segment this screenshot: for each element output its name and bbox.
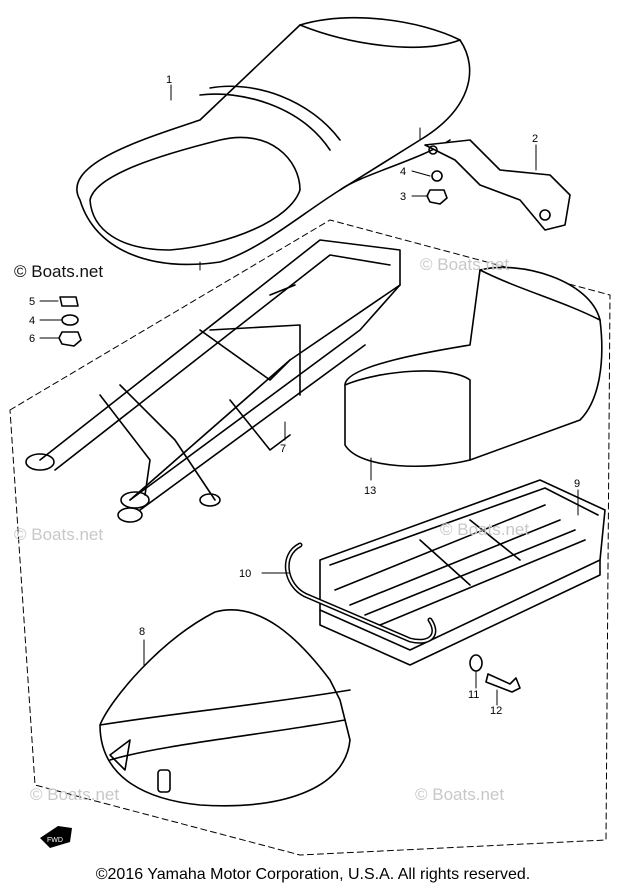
washer-4-upper [431, 170, 443, 182]
watermark: © Boats.net [415, 785, 504, 804]
seat-frame [25, 239, 401, 523]
callout-4-upper: 4 [400, 166, 406, 178]
callout-8: 8 [139, 626, 145, 638]
watermark: © Boats.net [420, 255, 509, 274]
collar-5 [59, 296, 79, 307]
watermark: © Boats.net [30, 785, 119, 804]
watermark: © Boats.net [14, 525, 103, 544]
seat-pad [344, 266, 603, 468]
watermark: © Boats.net [14, 262, 103, 281]
callout-12: 12 [490, 705, 502, 717]
washer-4-lower [61, 314, 79, 326]
fwd-arrow-icon: FWD [40, 826, 72, 848]
callout-3: 3 [400, 191, 406, 203]
seat-dual [76, 17, 471, 266]
rear-carrier [319, 479, 606, 666]
callout-2: 2 [532, 133, 538, 145]
bracket [424, 139, 571, 231]
callout-4-lower: 4 [29, 315, 35, 327]
copyright-notice: ©2016 Yamaha Motor Corporation, U.S.A. A… [95, 866, 531, 883]
nut-6 [58, 331, 82, 347]
watermark: © Boats.net [440, 520, 529, 539]
callout-7: 7 [280, 443, 286, 455]
callout-1: 1 [166, 74, 172, 86]
bolt-12 [485, 673, 521, 693]
callout-6: 6 [29, 333, 35, 345]
callout-9: 9 [574, 478, 580, 490]
washer-11 [469, 654, 483, 672]
callout-5: 5 [29, 296, 35, 308]
assembly-outline [9, 219, 611, 856]
seat-single [99, 609, 351, 807]
callout-10: 10 [239, 568, 251, 580]
callout-13: 13 [364, 485, 376, 497]
nut-3 [426, 189, 448, 205]
svg-text:FWD: FWD [47, 837, 63, 844]
callout-11: 11 [468, 689, 479, 701]
